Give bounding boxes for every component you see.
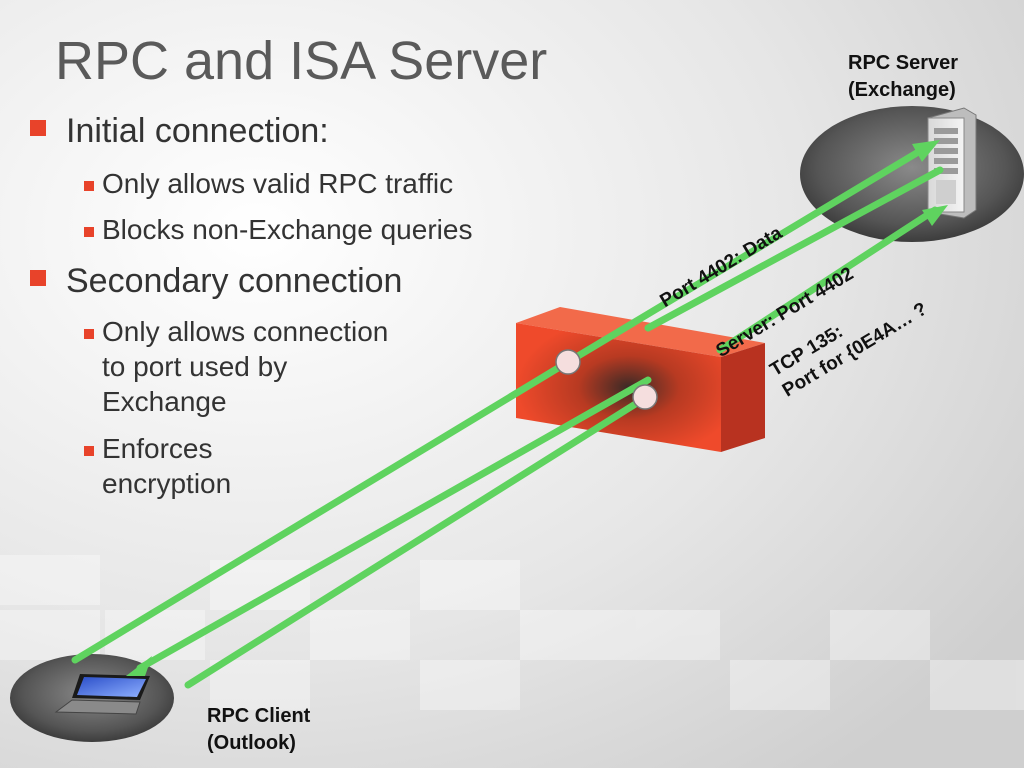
arrow-tcp135-out bbox=[564, 141, 934, 366]
firewall-icon bbox=[516, 307, 765, 452]
server-label: RPC Server (Exchange) bbox=[848, 52, 959, 101]
arrow-server-port-in bbox=[136, 376, 652, 672]
server-icon bbox=[927, 107, 977, 219]
arrowhead-server-top bbox=[912, 140, 940, 162]
firewall-port-upper bbox=[555, 349, 581, 375]
arrow-server-port bbox=[644, 166, 944, 332]
arrowheads bbox=[126, 140, 948, 676]
arrow-data-out bbox=[716, 206, 939, 354]
laptop-icon bbox=[54, 674, 150, 715]
slide-title: RPC and ISA Server bbox=[55, 31, 548, 91]
arrowhead-client bbox=[126, 656, 152, 676]
client-label: RPC Client (Outlook) bbox=[207, 705, 311, 754]
arrow-tcp135 bbox=[71, 358, 572, 664]
firewall-port-lower bbox=[632, 384, 658, 410]
arrowhead-server-bottom bbox=[922, 205, 948, 226]
arrow-data-in bbox=[184, 394, 649, 689]
connection-arrows bbox=[71, 141, 944, 689]
